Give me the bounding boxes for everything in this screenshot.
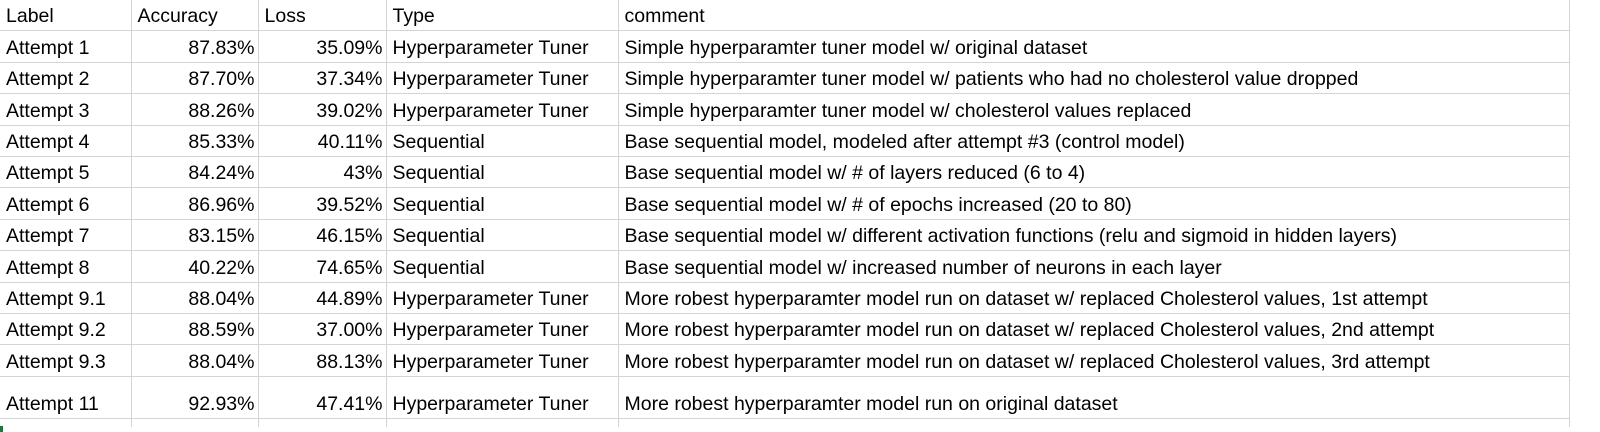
table-row: Attempt 9.3 88.04% 88.13% Hyperparameter… xyxy=(0,344,1570,377)
selection-indicator xyxy=(0,426,3,432)
cell-accuracy[interactable]: 84.24% xyxy=(131,156,259,189)
cell-comment[interactable]: Simple hyperparamter tuner model w/ orig… xyxy=(618,30,1570,63)
table-row: Attempt 6 86.96% 39.52% Sequential Base … xyxy=(0,187,1570,220)
cell-comment[interactable]: More robest hyperparamter model run on d… xyxy=(618,282,1570,314)
cell-loss[interactable]: 74.65% xyxy=(258,250,387,283)
cell-loss[interactable]: 47.41% xyxy=(258,376,387,419)
header-cell-accuracy[interactable]: Accuracy xyxy=(131,0,259,32)
cell-label[interactable]: Attempt 11 xyxy=(0,376,132,419)
cell-accuracy[interactable]: 83.15% xyxy=(131,219,259,252)
table-row: Attempt 7 83.15% 46.15% Sequential Base … xyxy=(0,219,1570,252)
cell-label[interactable]: Attempt 5 xyxy=(0,156,132,189)
cell-loss[interactable]: 37.34% xyxy=(258,62,387,95)
table-row: Attempt 1 87.83% 35.09% Hyperparameter T… xyxy=(0,30,1570,63)
cell-type[interactable]: Hyperparameter Tuner xyxy=(386,282,619,314)
cell-loss[interactable]: 39.02% xyxy=(258,93,387,126)
header-cell-label[interactable]: Label xyxy=(0,0,132,32)
cell-comment[interactable]: Base sequential model w/ different activ… xyxy=(618,219,1570,252)
cell-type[interactable]: Hyperparameter Tuner xyxy=(386,93,619,126)
cell-comment[interactable]: Base sequential model w/ # of layers red… xyxy=(618,156,1570,189)
header-cell-comment[interactable]: comment xyxy=(618,0,1570,32)
cell-comment[interactable]: Simple hyperparamter tuner model w/ chol… xyxy=(618,93,1570,126)
cell-type[interactable]: Hyperparameter Tuner xyxy=(386,313,619,346)
cell-loss[interactable]: 43% xyxy=(258,156,387,189)
table-row: Attempt 11 92.93% 47.41% Hyperparameter … xyxy=(0,376,1570,419)
cell-comment[interactable]: Base sequential model w/ # of epochs inc… xyxy=(618,187,1570,220)
cell-comment[interactable]: Base sequential model, modeled after att… xyxy=(618,125,1570,157)
cell-type[interactable]: Hyperparameter Tuner xyxy=(386,62,619,95)
cell-accuracy[interactable]: 87.70% xyxy=(131,62,259,95)
cell-type[interactable]: Hyperparameter Tuner xyxy=(386,344,619,377)
cell-label[interactable]: Attempt 3 xyxy=(0,93,132,126)
cell-type[interactable]: Hyperparameter Tuner xyxy=(386,30,619,63)
cell-comment[interactable]: More robest hyperparamter model run on o… xyxy=(618,376,1570,419)
header-row: Label Accuracy Loss Type comment xyxy=(0,0,1570,32)
cell-label[interactable]: Attempt 9.3 xyxy=(0,344,132,377)
header-cell-type[interactable]: Type xyxy=(386,0,619,32)
cell-accuracy[interactable]: 86.96% xyxy=(131,187,259,220)
cell-label[interactable]: Attempt 7 xyxy=(0,219,132,252)
cell-accuracy[interactable]: 40.22% xyxy=(131,250,259,283)
cell-type[interactable]: Sequential xyxy=(386,219,619,252)
cell-loss[interactable]: 39.52% xyxy=(258,187,387,220)
table-row: Attempt 8 40.22% 74.65% Sequential Base … xyxy=(0,250,1570,283)
cell-accuracy[interactable]: 85.33% xyxy=(131,125,259,157)
cell-label[interactable]: Attempt 9.1 xyxy=(0,282,132,314)
cell-loss[interactable]: 44.89% xyxy=(258,282,387,314)
table-row: Attempt 4 85.33% 40.11% Sequential Base … xyxy=(0,125,1570,157)
cell-comment[interactable]: More robest hyperparamter model run on d… xyxy=(618,344,1570,377)
cell-comment[interactable]: Base sequential model w/ increased numbe… xyxy=(618,250,1570,283)
cell-label[interactable]: Attempt 2 xyxy=(0,62,132,95)
cell-label[interactable]: Attempt 6 xyxy=(0,187,132,220)
empty-cell[interactable] xyxy=(131,418,259,427)
cell-loss[interactable]: 46.15% xyxy=(258,219,387,252)
table-row: Attempt 5 84.24% 43% Sequential Base seq… xyxy=(0,156,1570,189)
cell-type[interactable]: Sequential xyxy=(386,156,619,189)
table-row: Attempt 2 87.70% 37.34% Hyperparameter T… xyxy=(0,62,1570,95)
cell-accuracy[interactable]: 87.83% xyxy=(131,30,259,63)
cell-label[interactable]: Attempt 4 xyxy=(0,125,132,157)
cell-comment[interactable]: More robest hyperparamter model run on d… xyxy=(618,313,1570,346)
cell-comment[interactable]: Simple hyperparamter tuner model w/ pati… xyxy=(618,62,1570,95)
empty-cell[interactable] xyxy=(618,418,1570,427)
empty-cell[interactable] xyxy=(386,418,619,427)
cell-loss[interactable]: 37.00% xyxy=(258,313,387,346)
empty-cell[interactable] xyxy=(0,418,132,427)
cell-loss[interactable]: 88.13% xyxy=(258,344,387,377)
cell-accuracy[interactable]: 92.93% xyxy=(131,376,259,419)
cell-accuracy[interactable]: 88.04% xyxy=(131,344,259,377)
cell-label[interactable]: Attempt 8 xyxy=(0,250,132,283)
cell-label[interactable]: Attempt 1 xyxy=(0,30,132,63)
cell-type[interactable]: Sequential xyxy=(386,250,619,283)
cell-type[interactable]: Sequential xyxy=(386,125,619,157)
table-row-partial xyxy=(0,418,1570,427)
cell-accuracy[interactable]: 88.04% xyxy=(131,282,259,314)
table-row: Attempt 9.1 88.04% 44.89% Hyperparameter… xyxy=(0,282,1570,314)
table-row: Attempt 3 88.26% 39.02% Hyperparameter T… xyxy=(0,93,1570,126)
cell-accuracy[interactable]: 88.59% xyxy=(131,313,259,346)
cell-loss[interactable]: 40.11% xyxy=(258,125,387,157)
table-row: Attempt 9.2 88.59% 37.00% Hyperparameter… xyxy=(0,313,1570,346)
cell-type[interactable]: Sequential xyxy=(386,187,619,220)
spreadsheet-grid: Label Accuracy Loss Type comment Attempt… xyxy=(0,0,1570,427)
header-cell-loss[interactable]: Loss xyxy=(258,0,387,32)
cell-loss[interactable]: 35.09% xyxy=(258,30,387,63)
spreadsheet-body: Label Accuracy Loss Type comment Attempt… xyxy=(0,0,1570,427)
cell-accuracy[interactable]: 88.26% xyxy=(131,93,259,126)
empty-cell[interactable] xyxy=(258,418,387,427)
cell-type[interactable]: Hyperparameter Tuner xyxy=(386,376,619,419)
cell-label[interactable]: Attempt 9.2 xyxy=(0,313,132,346)
